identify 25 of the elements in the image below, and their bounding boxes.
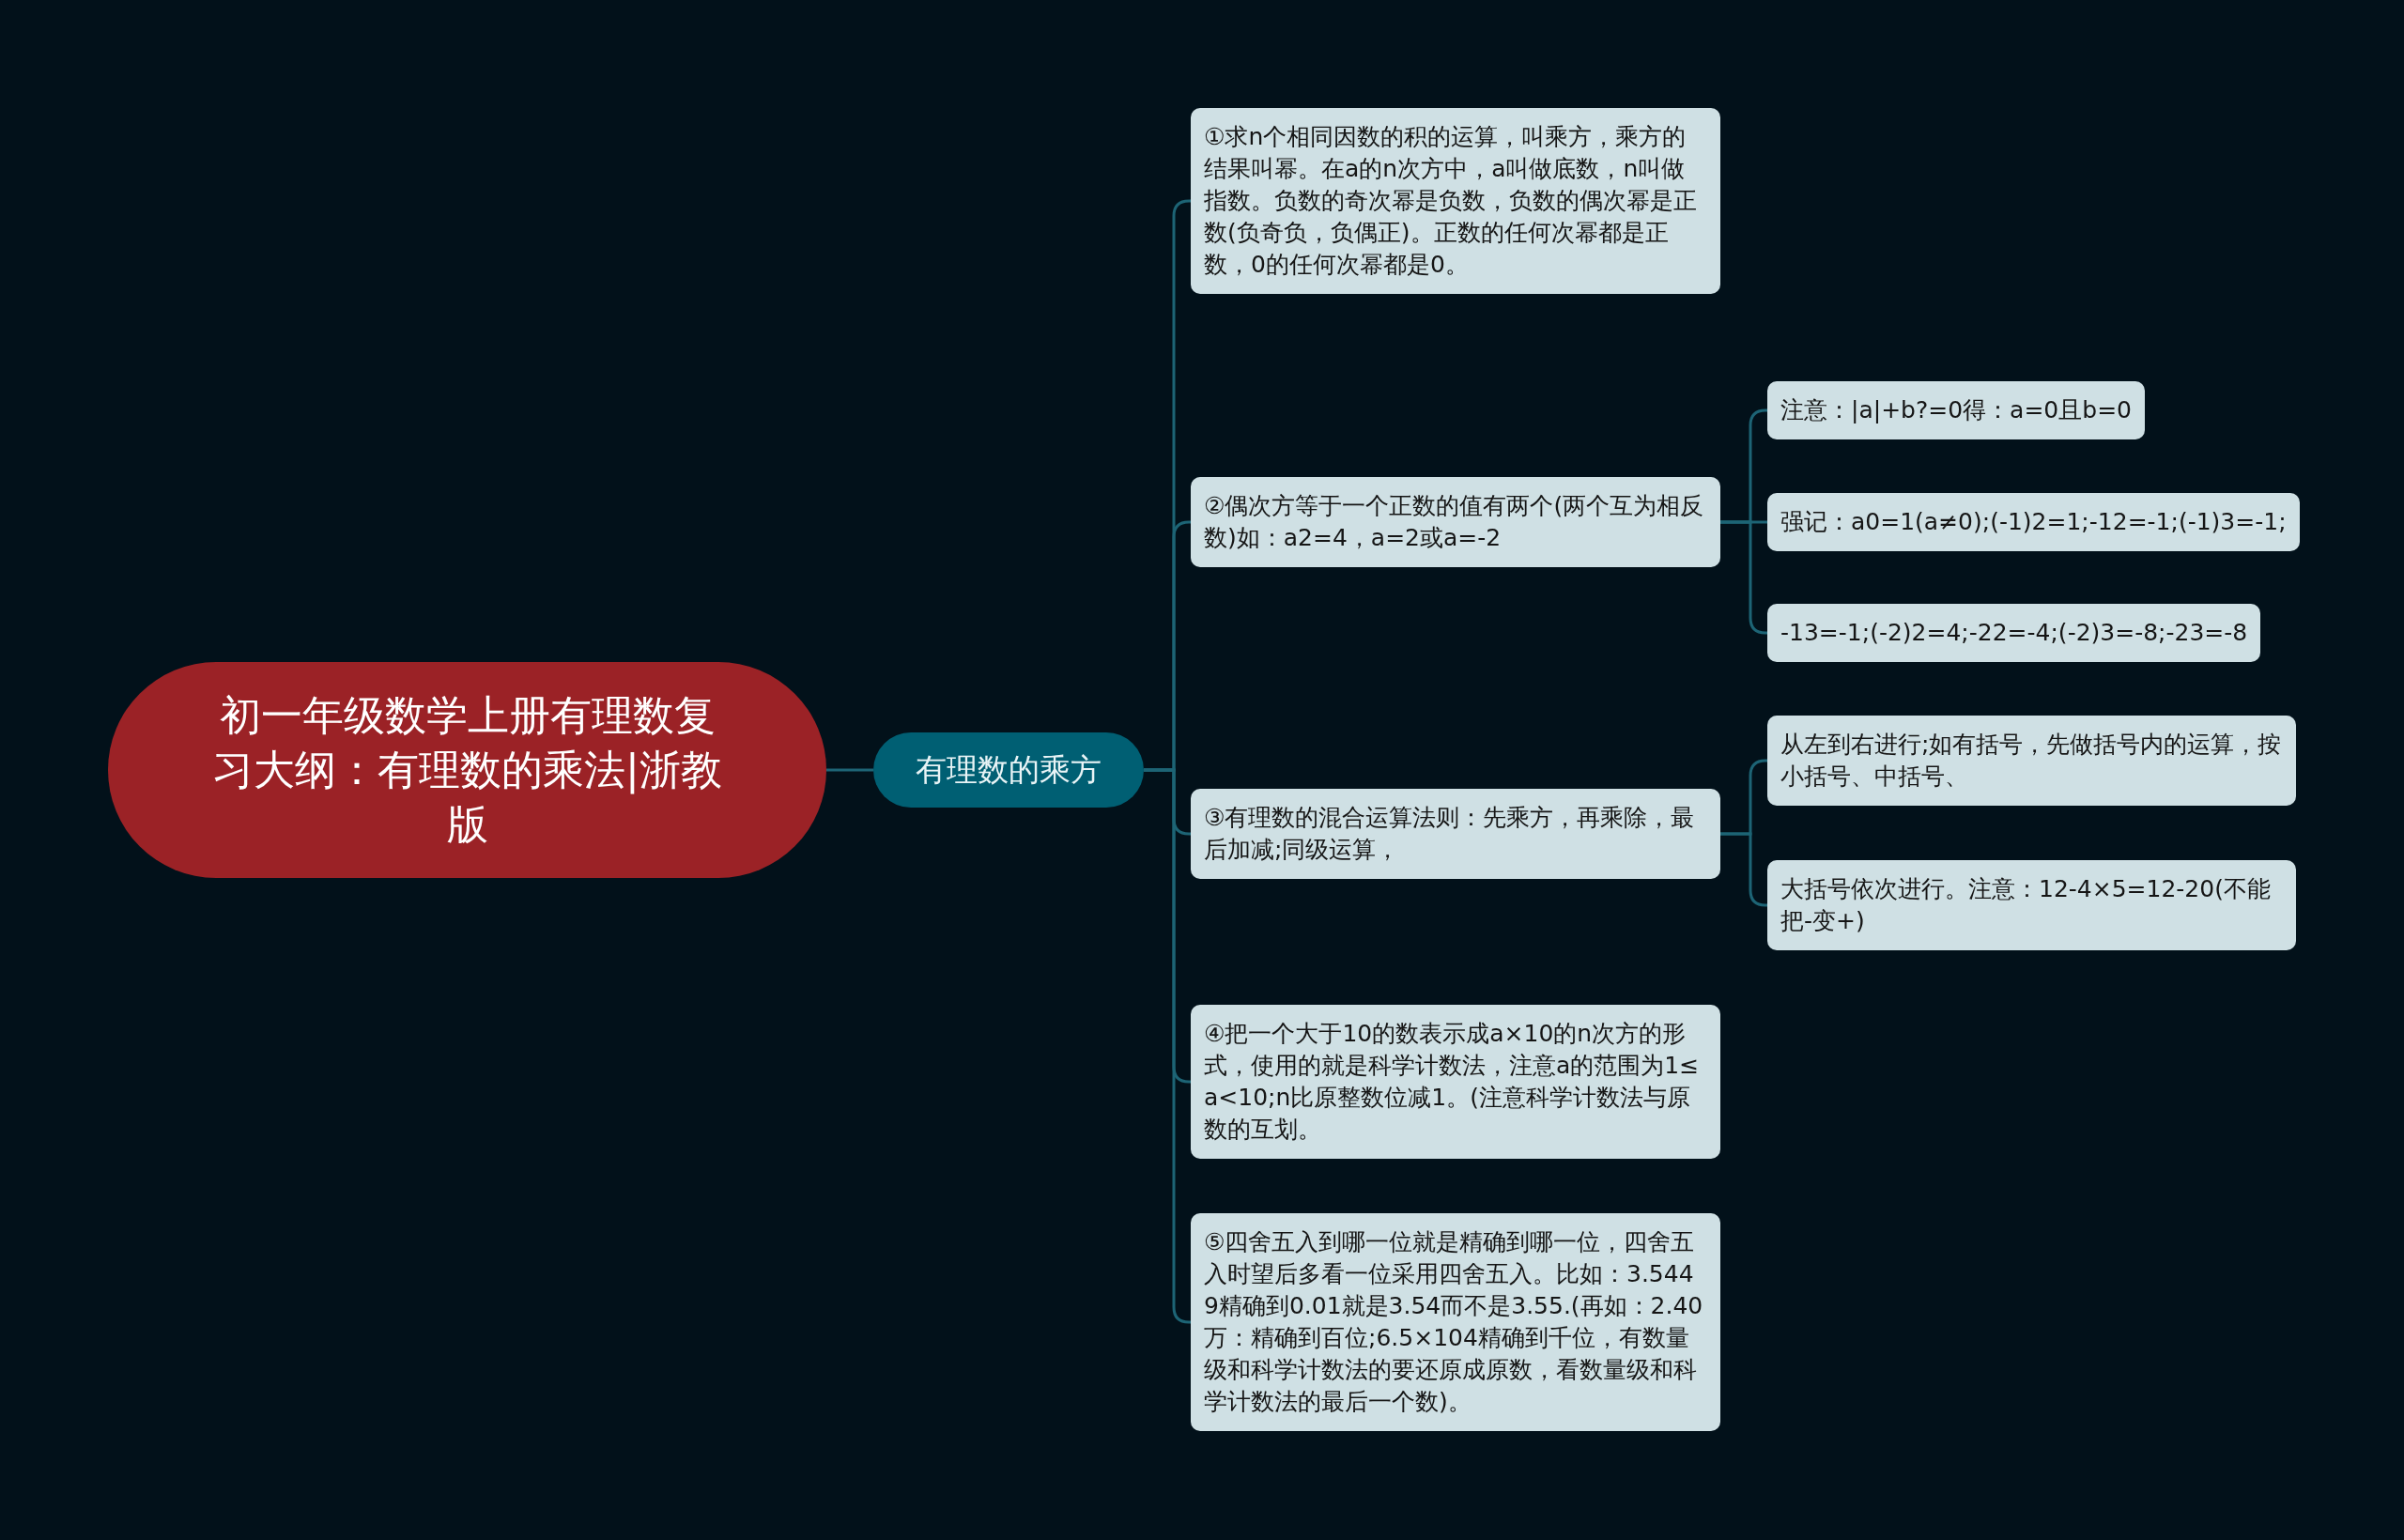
connector-line (826, 768, 873, 772)
topic-text: 大括号依次进行。注意：12-4×5=12-20(不能把-变+) (1780, 874, 2272, 936)
topic-card (1191, 1213, 1720, 1431)
topic-card (1767, 716, 2296, 806)
topic-card (1767, 860, 2296, 950)
topic-text: 从左到右进行;如有括号，先做括号内的运算，按小括号、中括号、 (1780, 730, 2283, 792)
topic-card (1767, 493, 2300, 551)
connector-line (1720, 520, 1767, 635)
topic-card (1767, 381, 2145, 439)
topic-text: ①求n个相同因数的积的运算，叫乘方，乘方的结果叫幂。在a的n次方中，a叫做底数，n叫做指数。负数的奇次幂是负数，负数的偶次幂是正数(负奇负，负偶正)。正数的任何次幂都是正数，0的任何次幂都是0。 (1204, 122, 1698, 280)
topic-text: -13=-1;(-2)2=4;-22=-4;(-2)3=-8;-23=-8 (1780, 618, 2248, 648)
topic-card (1191, 789, 1720, 879)
topic-card (1191, 108, 1720, 294)
topic-text: 初一年级数学上册有理数复习大纲：有理数的乘法|浙教版 (211, 690, 723, 850)
topic-text: ⑤四舍五入到哪一位就是精确到哪一位，四舍五入时望后多看一位采用四舍五入。比如：3.5449精确到0.01就是3.54而不是3.55.(再如：2.40万：精确到百位;6.5×104精确到千位，有数量级和科学计数法的要还原成原数，看数量级和科学计数法的最后一个数)。 (1204, 1227, 1704, 1417)
topic-text: 强记：a0=1(a≠0);(-1)2=1;-12=-1;(-1)3=-1; (1780, 507, 2287, 537)
connector-line (1720, 832, 1767, 907)
topic-card (1191, 477, 1720, 567)
topic-text: 有理数的乘方 (916, 749, 1102, 790)
topic-text: ③有理数的混合运算法则：先乘方，再乘除，最后加减;同级运算， (1204, 803, 1696, 865)
topic-card (1191, 1005, 1720, 1159)
topic-text: ④把一个大于10的数表示成a×10的n次方的形式，使用的就是科学计数法，注意a的范围为1≤a<10;n比原整数位减1。(注意科学计数法与原数的互划。 (1204, 1019, 1701, 1145)
topic-text: ②偶次方等于一个正数的值有两个(两个互为相反数)如：a2=4，a=2或a=-2 (1204, 491, 1705, 553)
topic-text: 注意：|a|+b?=0得：a=0且b=0 (1780, 395, 2132, 425)
topic-card (1767, 604, 2261, 662)
